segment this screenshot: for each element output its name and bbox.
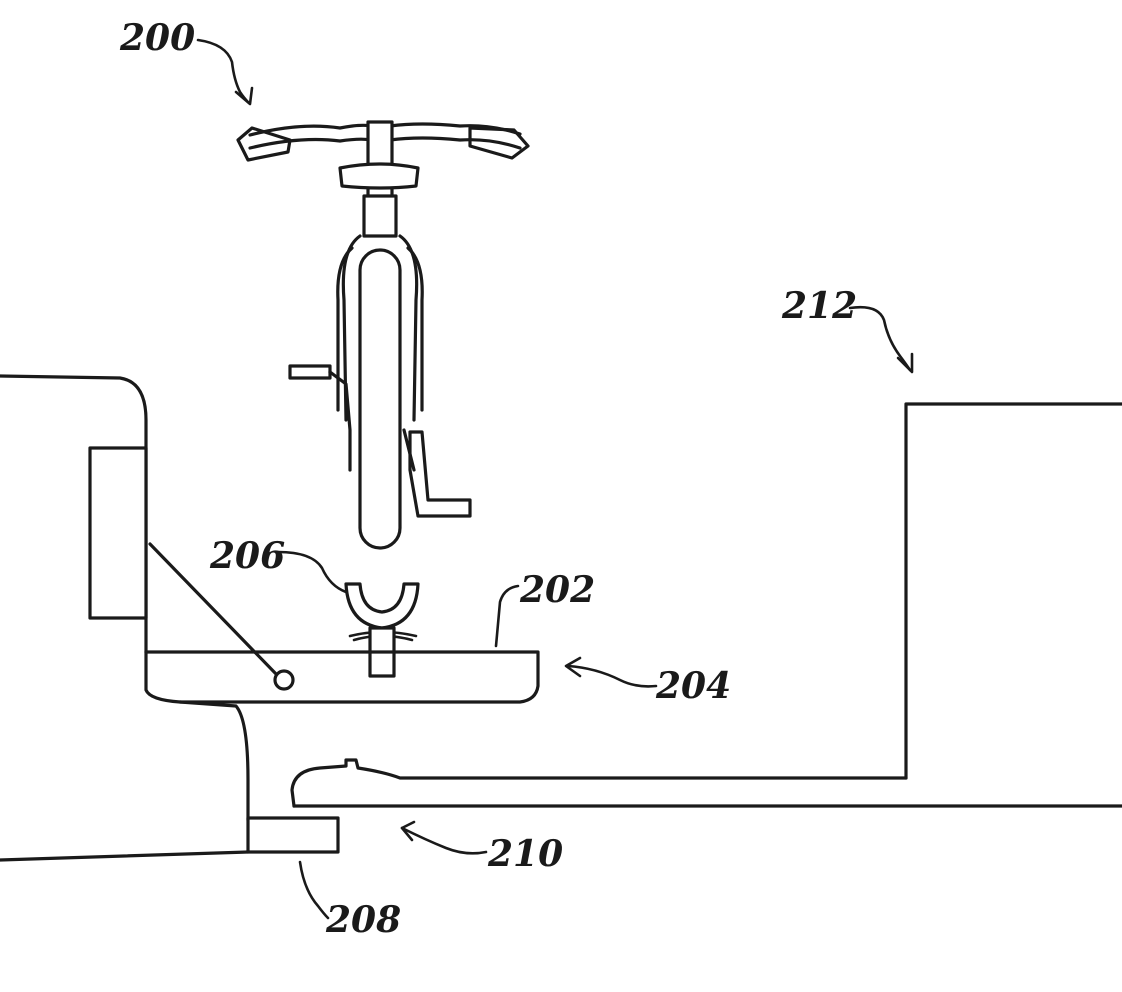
reference-labels: 200 212 206 202 204 210 208 <box>119 17 857 941</box>
label-200: 200 <box>119 17 195 59</box>
leader-lines <box>196 38 914 920</box>
label-210: 210 <box>487 833 563 875</box>
vehicle-right <box>904 402 1122 780</box>
label-206: 206 <box>209 535 285 577</box>
label-212: 212 <box>781 285 857 327</box>
tray <box>144 650 540 704</box>
hitch-arm <box>290 758 1122 808</box>
label-208: 208 <box>325 899 401 941</box>
wheel-cradle <box>344 582 420 678</box>
label-204: 204 <box>655 665 731 707</box>
bicycle <box>236 120 530 550</box>
vehicle-rear-left <box>0 374 295 862</box>
label-202: 202 <box>519 569 595 611</box>
hitch-receiver <box>246 816 340 854</box>
